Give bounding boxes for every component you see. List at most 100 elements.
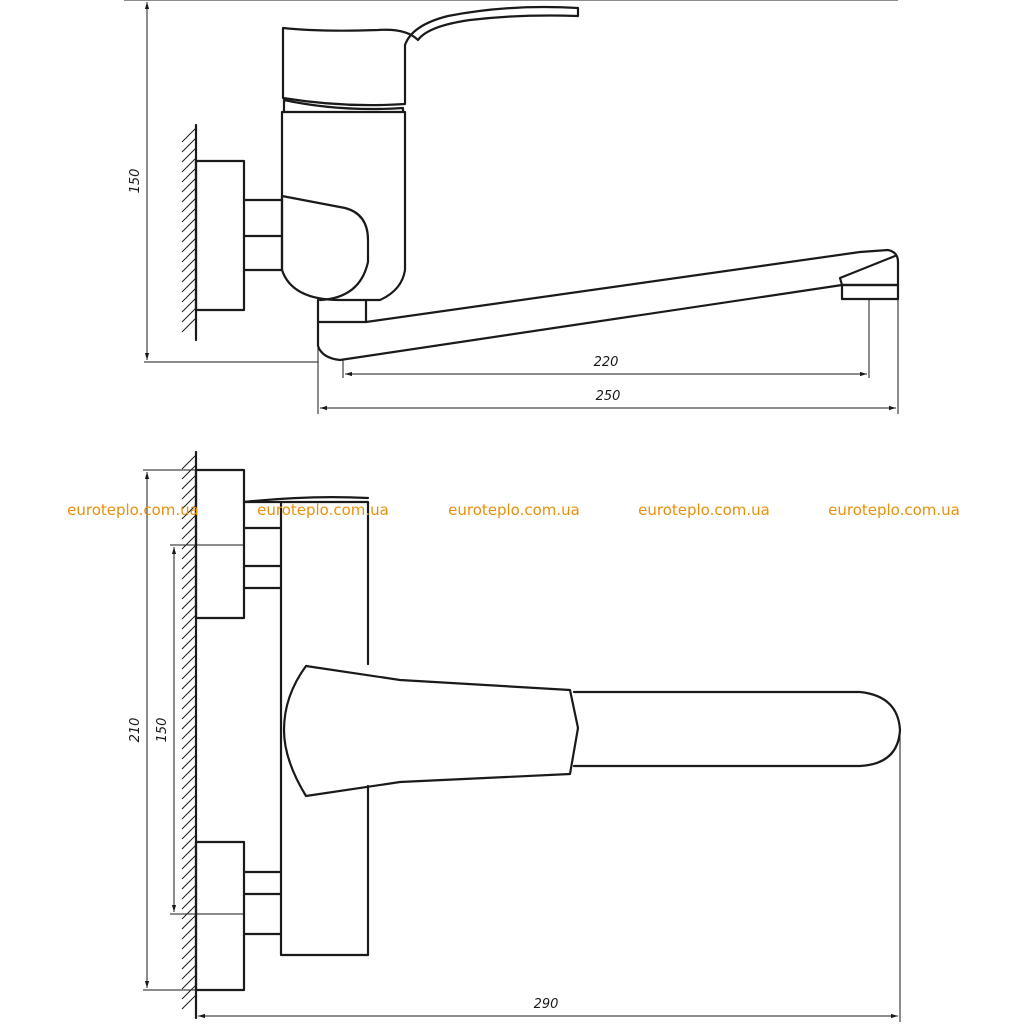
body-knob [280,194,370,302]
hatch-line [181,544,197,560]
hatch-line [181,147,197,163]
hatch-line [181,874,197,890]
hatch-line [181,317,197,333]
lever-handle-top [282,664,580,798]
hatch-line [181,307,197,323]
watermark-text: euroteplo.com.ua [448,501,580,519]
hatch-line [181,247,197,263]
wall-flange [194,159,246,312]
dim-label-210: 210 [128,718,143,743]
hatch-line [181,644,197,660]
hatch-line [181,237,197,253]
hatch-line [181,167,197,183]
hatch-line [181,187,197,203]
hatch-line [181,964,197,980]
hatch-line [181,564,197,580]
hatch-line [181,794,197,810]
hatch-line [181,684,197,700]
watermark-text: euroteplo.com.ua [638,501,770,519]
hatch-line [181,604,197,620]
hatch-line [181,834,197,850]
hatch-line [181,594,197,610]
hatch-line [181,484,197,500]
hatch-line [181,137,197,153]
hatch-line [181,227,197,243]
watermark-row: euroteplo.com.ua euroteplo.com.ua eurote… [67,501,960,519]
wall-hatch-side [181,123,198,342]
faucet-body [280,110,407,302]
hatch-line [181,177,197,193]
hatch-line [181,744,197,760]
hatch-line [181,504,197,520]
dim-label-150-side: 150 [128,169,143,194]
dimension-height-side: 150 [124,0,898,363]
dim-label-150-top: 150 [155,718,170,743]
hatch-line [181,454,197,470]
hatch-line [181,844,197,860]
spout-base [316,298,368,324]
hatch-line [181,664,197,680]
hatch-line [181,734,197,750]
dim-label-250: 250 [596,389,621,404]
wall-hatch-top [181,450,198,1020]
hatch-line [181,784,197,800]
hatch-line [181,894,197,910]
dim-label-220: 220 [594,355,619,370]
hatch-line [181,634,197,650]
eccentric-connector [242,198,283,272]
hatch-line [181,197,197,213]
hatch-line [181,217,197,233]
hatch-line [181,944,197,960]
hatch-line [181,464,197,480]
hatch-line [181,584,197,600]
watermark-text: euroteplo.com.ua [257,501,389,519]
hatch-line [181,624,197,640]
hatch-line [181,764,197,780]
dim-label-290: 290 [534,997,559,1012]
hatch-line [181,774,197,790]
hatch-line [181,267,197,283]
dimension-inlet-spacing: 150 [155,544,244,915]
lever-handle [281,5,580,107]
hatch-line [181,277,197,293]
watermark-text: euroteplo.com.ua [828,501,960,519]
hatch-line [181,934,197,950]
eccentric-connector-upper [242,526,283,590]
hatch-line [181,524,197,540]
hatch-line [181,954,197,970]
eccentric-connector-lower [242,870,283,936]
hatch-line [181,704,197,720]
hatch-line [181,924,197,940]
hatch-line [181,714,197,730]
hatch-line [181,574,197,590]
hatch-line [181,494,197,510]
hatch-line [181,554,197,570]
faucet-body-top [242,500,370,957]
cartridge-ring [282,98,405,114]
dimension-overall-width: 290 [198,730,901,1022]
top-view: 210 150 290 [128,450,902,1022]
hatch-line [181,724,197,740]
hatch-line [181,824,197,840]
spout-top [572,690,902,768]
hatch-line [181,257,197,273]
hatch-line [181,207,197,223]
hatch-line [181,804,197,820]
hatch-line [181,754,197,770]
wall-flange-lower [194,840,246,992]
hatch-line [181,884,197,900]
hatch-line [181,814,197,830]
hatch-line [181,287,197,303]
hatch-line [181,474,197,490]
hatch-line [181,864,197,880]
hatch-line [181,654,197,670]
hatch-line [181,674,197,690]
hatch-line [181,974,197,990]
side-view: 150 220 250 [124,0,900,414]
dimension-overall-length: 250 [317,300,899,414]
watermark-text: euroteplo.com.ua [67,501,199,519]
hatch-line [181,297,197,313]
hatch-line [181,694,197,710]
wall-flange-upper [194,468,246,620]
hatch-line [181,534,197,550]
